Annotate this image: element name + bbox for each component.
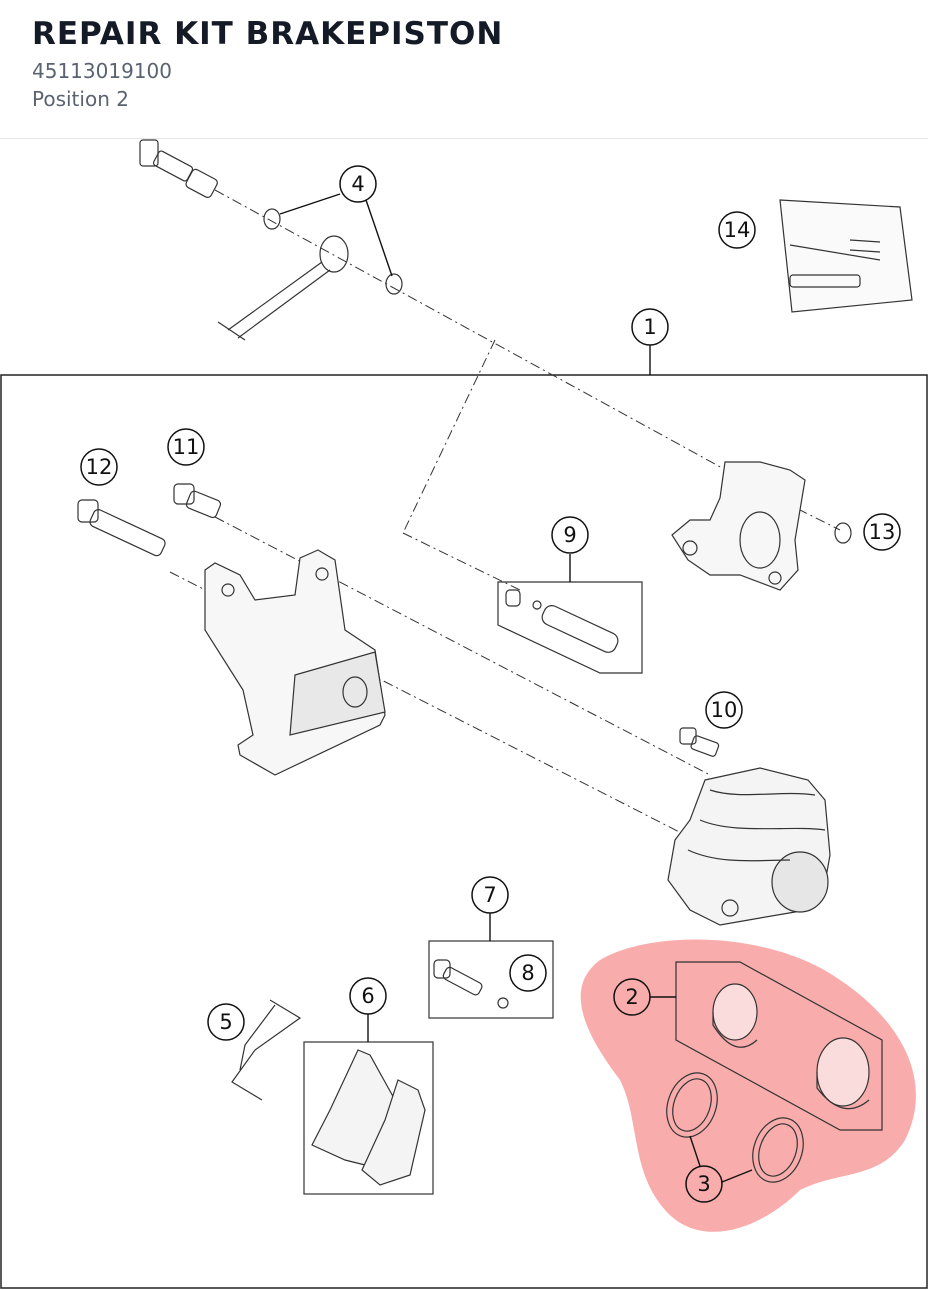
sealing-washer-upper — [263, 208, 281, 230]
bolt-12 — [77, 499, 166, 557]
callout-4-label: 4 — [351, 172, 364, 196]
callout-3: 3 — [685, 1165, 723, 1203]
callout-6-label: 6 — [361, 984, 374, 1008]
callout-11-label: 11 — [173, 435, 200, 459]
callout-5-label: 5 — [219, 1010, 232, 1034]
banjo-bolt — [139, 139, 218, 198]
kit-box-7 — [428, 940, 554, 1019]
position-label: Position 2 — [32, 87, 129, 111]
kit-box-9 — [497, 581, 643, 674]
brake-pads — [311, 1049, 426, 1186]
pad-spring — [231, 999, 302, 1101]
callout-4: 4 — [339, 165, 377, 203]
page-title: REPAIR KIT BRAKEPISTON — [32, 16, 504, 52]
callout-2: 2 — [613, 978, 651, 1016]
callout-7: 7 — [471, 876, 509, 914]
exploded-parts-diagram: 1 2 3 4 5 6 7 8 9 10 11 12 13 14 — [0, 139, 928, 1289]
callout-1-label: 1 — [643, 315, 656, 339]
leader-lines — [279, 193, 753, 1183]
brake-line-fitting — [217, 235, 349, 341]
bleeder-parts — [505, 589, 619, 653]
part-number: 45113019100 — [32, 59, 172, 83]
callout-12: 12 — [80, 448, 118, 486]
piston-seal-left — [666, 1072, 718, 1138]
piston-seal-right — [752, 1117, 804, 1183]
callout-13-label: 13 — [869, 520, 896, 544]
callout-12-label: 12 — [86, 455, 113, 479]
page-header: REPAIR KIT BRAKEPISTON 45113019100 Posit… — [0, 0, 928, 139]
brake-caliper — [667, 767, 831, 926]
o-ring — [834, 522, 852, 544]
screw-10 — [679, 727, 720, 757]
brake-pistons — [712, 983, 870, 1110]
piston-seal-left-inner — [672, 1078, 712, 1132]
callout-14: 14 — [718, 211, 756, 249]
callout-9-label: 9 — [563, 523, 576, 547]
piston-seal-right-inner — [758, 1123, 798, 1177]
callout-9: 9 — [551, 516, 589, 554]
callout-5: 5 — [207, 1003, 245, 1041]
callout-13: 13 — [863, 513, 901, 551]
callout-7-label: 7 — [483, 883, 496, 907]
kit-frame — [0, 374, 928, 1289]
guide-pin — [433, 959, 483, 996]
callout-8: 8 — [509, 954, 547, 992]
caliper-support-bracket — [204, 549, 386, 776]
instruction-sheet — [779, 199, 913, 313]
sealing-washer-lower — [385, 273, 403, 295]
bolt-11 — [173, 483, 222, 519]
callout-3-label: 3 — [697, 1172, 710, 1196]
callout-2-label: 2 — [625, 985, 638, 1009]
callout-10-label: 10 — [711, 698, 738, 722]
callout-14-label: 14 — [724, 218, 751, 242]
callout-1: 1 — [631, 308, 669, 346]
callout-6: 6 — [349, 977, 387, 1015]
callout-11: 11 — [167, 428, 205, 466]
callout-8-label: 8 — [521, 961, 534, 985]
pin-clip — [497, 997, 509, 1009]
kit-box-2 — [675, 961, 883, 1131]
callout-10: 10 — [705, 691, 743, 729]
caliper-bracket-upper — [671, 461, 806, 591]
